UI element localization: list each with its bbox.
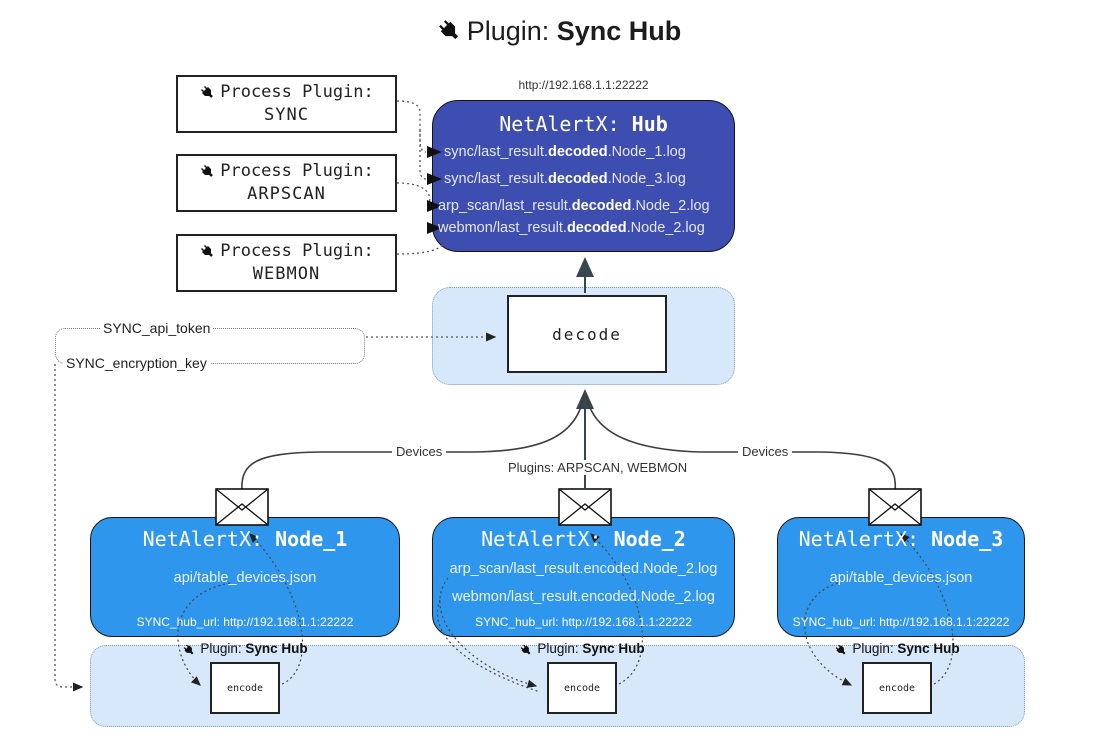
hub-box [432,100,735,252]
encoder-label-bold: Sync Hub [582,641,645,656]
encoder-label-bold: Sync Hub [245,641,308,656]
hub-log-item: webmon/last_result.decoded.Node_2.log [438,220,726,236]
encoder-2-label: Plugin: Sync Hub [502,641,662,657]
page-title-pre: Plugin: [466,16,557,46]
log-text: sync/last_result. [444,171,548,187]
process-plugin-name: ARPSCAN [247,184,326,204]
node-title-pre: NetAlertX: [142,527,276,551]
hub-log-item: sync/last_result.decoded.Node_1.log [444,144,732,160]
encoder-1-label: Plugin: Sync Hub [165,641,325,657]
node-3-hub-url: SYNC_hub_url: http://192.168.1.1:22222 [792,615,1010,629]
page-title-bold: Sync Hub [556,16,682,46]
encoder-label-pre: Plugin: [852,641,898,656]
node-title-pre: NetAlertX: [481,527,614,551]
config-encryption-key-label: SYNC_encryption_key [63,355,210,371]
node-3-item: api/table_devices.json [829,570,973,586]
plug-icon [438,20,458,40]
log-text: .Node_2.log [626,220,705,236]
node-2-title: NetAlertX: Node_2 [432,527,735,551]
page-title: Plugin: Sync Hub [0,16,1117,47]
log-text-bold: decoded [571,198,632,214]
hub-log-item: sync/last_result.decoded.Node_3.log [444,171,732,187]
process-plugin-name: SYNC [264,105,309,125]
log-text: .Node_3.log [607,171,686,187]
process-plugin-arpscan: Process Plugin: ARPSCAN [176,154,397,212]
hub-url: http://192.168.1.1:22222 [518,78,649,92]
process-plugin-label: Process Plugin: [178,241,395,261]
node-3-title: NetAlertX: Node_3 [777,527,1025,551]
node-title-bold: Node_2 [613,527,686,551]
edge-label-devices-left: Devices [392,444,447,459]
log-text: webmon/last_result. [438,220,567,236]
process-plugin-text: Process Plugin: [220,161,374,181]
process-plugin-text: Process Plugin: [220,82,374,102]
decode-box: decode [507,295,667,373]
hub-log-item: arp_scan/last_result.decoded.Node_2.log [438,198,726,214]
node-1-item: api/table_devices.json [173,570,317,586]
process-plugin-label: Process Plugin: [178,82,395,102]
log-text: .Node_2.log [631,198,710,214]
plug-icon [183,644,194,655]
encoder-label-pre: Plugin: [200,641,246,656]
process-plugin-webmon: Process Plugin: WEBMON [176,234,397,292]
plug-icon [835,644,846,655]
node-1-hub-url: SYNC_hub_url: http://192.168.1.1:22222 [136,615,354,629]
node-2-hub-url: SYNC_hub_url: http://192.168.1.1:22222 [475,615,692,629]
plug-icon [520,644,531,655]
encode-2-box: encode [547,662,617,714]
plug-icon [201,85,214,98]
hub-title-bold: Hub [631,112,668,136]
encoder-label-bold: Sync Hub [897,641,960,656]
plug-icon [201,244,214,257]
edge-label-plugins: Plugins: ARPSCAN, WEBMON [504,460,692,475]
log-text-bold: decoded [547,144,608,160]
node-2-item: webmon/last_result.encoded.Node_2.log [452,589,715,605]
node-2-item: arp_scan/last_result.encoded.Node_2.log [449,561,718,577]
hub-title-pre: NetAlertX: [499,112,632,136]
encoder-3-label: Plugin: Sync Hub [817,641,977,657]
process-plugin-name: WEBMON [252,264,321,284]
log-text-bold: decoded [566,220,627,236]
process-plugin-sync: Process Plugin: SYNC [176,75,397,133]
node-1-box [90,517,400,637]
log-text-bold: decoded [547,171,608,187]
hub-title: NetAlertX: Hub [432,112,735,136]
node-title-bold: Node_1 [275,527,348,551]
process-plugin-text: Process Plugin: [220,241,374,261]
node-to-decode-lines [241,389,897,492]
process-plugin-label: Process Plugin: [178,161,395,181]
encoder-label-pre: Plugin: [537,641,583,656]
plug-icon [201,164,214,177]
node-title-pre: NetAlertX: [798,527,932,551]
encode-1-box: encode [210,662,280,714]
config-api-token-label: SYNC_api_token [100,320,214,336]
encode-3-box: encode [862,662,932,714]
node-title-bold: Node_3 [931,527,1004,551]
log-text: arp_scan/last_result. [438,198,572,214]
log-text: .Node_1.log [607,144,686,160]
log-text: sync/last_result. [444,144,548,160]
edge-label-devices-right: Devices [738,444,793,459]
node-1-title: NetAlertX: Node_1 [90,527,400,551]
